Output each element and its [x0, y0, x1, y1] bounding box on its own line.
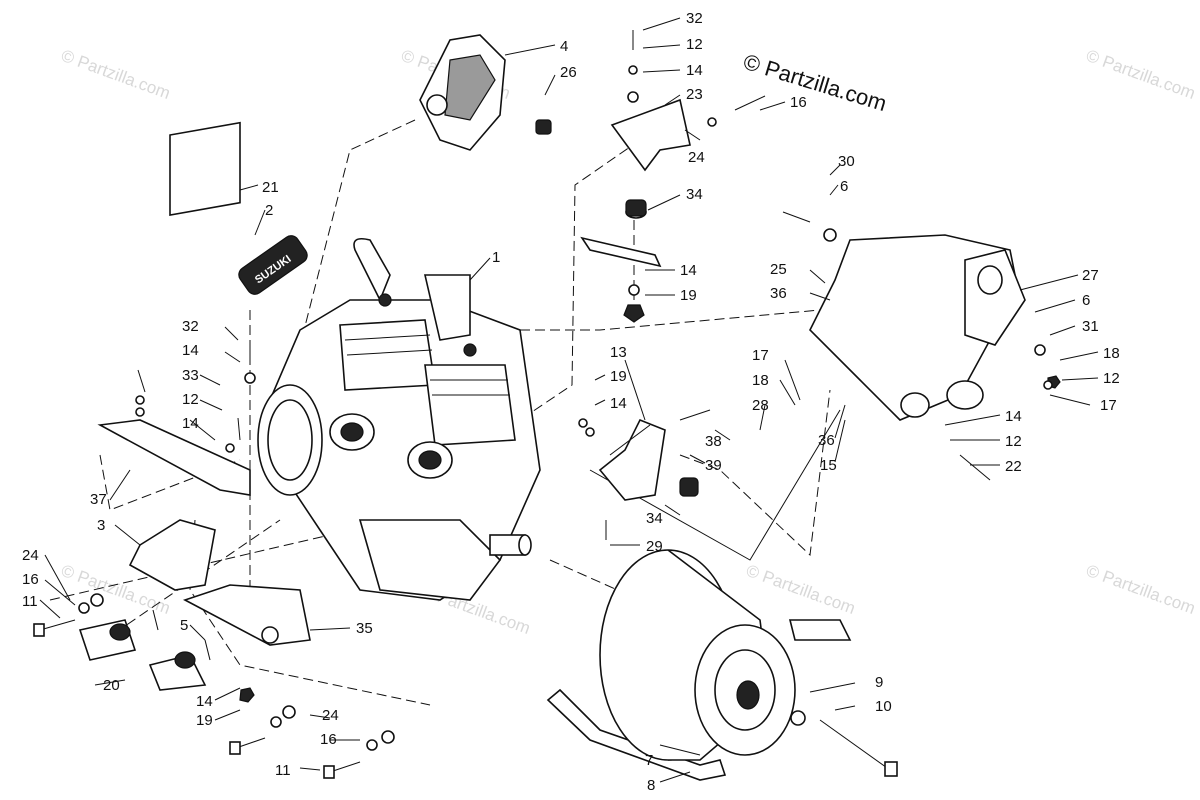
callout-label: 24: [688, 149, 705, 166]
callout-label: 18: [752, 372, 769, 389]
callout-label: 5: [180, 617, 188, 634]
left-mount-brackets: [78, 419, 311, 691]
callout-label: 23: [686, 86, 703, 103]
callout-label: 27: [1082, 267, 1099, 284]
callout-label: 32: [182, 318, 199, 335]
callout-label: 7: [645, 752, 653, 769]
upper-mount-bracket: [580, 30, 766, 323]
callout-label: 19: [610, 368, 627, 385]
callout-label: 12: [182, 391, 199, 408]
watermark: © Partzilla.com: [744, 561, 858, 618]
callout-label: 12: [1103, 370, 1120, 387]
copyright-text: © Partzilla.com: [741, 49, 890, 116]
callout-label: 8: [647, 777, 655, 794]
callout-label: 16: [320, 731, 337, 748]
callout-label: 20: [103, 677, 120, 694]
callout-label: 17: [752, 347, 769, 364]
drive-clutch-assembly: [546, 549, 898, 781]
watermark: © Partzilla.com: [1084, 46, 1198, 103]
callout-label: 11: [22, 593, 38, 610]
callout-label: 12: [686, 36, 703, 53]
engine-assembly: [257, 237, 541, 601]
callout-label: 36: [770, 285, 787, 302]
callout-label: 33: [182, 367, 199, 384]
center-mount-bracket: [578, 409, 711, 540]
callout-label: 9: [875, 674, 883, 691]
callout-label: 38: [705, 433, 722, 450]
callout-label: 29: [646, 538, 663, 555]
watermark: © Partzilla.com: [1084, 561, 1198, 618]
callout-label: 14: [686, 62, 703, 79]
decal-plate: [169, 121, 241, 216]
callout-label: 35: [356, 620, 373, 637]
right-mount-bracket: [782, 211, 1061, 481]
callout-label: 25: [770, 261, 787, 278]
watermark: © Partzilla.com: [59, 46, 173, 103]
callout-leader-lines: [39, 17, 1099, 783]
callout-label: 34: [686, 186, 703, 203]
callout-label: 14: [1005, 408, 1022, 425]
callout-label: 36: [818, 432, 835, 449]
callout-label: 12: [1005, 433, 1022, 450]
callout-label: 32: [686, 10, 703, 27]
callout-label: 11: [275, 762, 291, 779]
callout-label: 18: [1103, 345, 1120, 362]
callout-label: 1: [492, 249, 500, 266]
callout-label: 30: [838, 153, 855, 170]
callout-label: 6: [1082, 292, 1090, 309]
callout-label: 22: [1005, 458, 1022, 475]
callout-label: 19: [680, 287, 697, 304]
callout-label: 14: [680, 262, 697, 279]
callout-label: 16: [790, 94, 807, 111]
callout-label: 34: [646, 510, 663, 527]
callout-label: 4: [560, 38, 568, 55]
callout-label: 24: [22, 547, 39, 564]
callout-label: 14: [610, 395, 627, 412]
callout-label: 3: [97, 517, 105, 534]
callout-label: 6: [840, 178, 848, 195]
callout-label: 2: [265, 202, 273, 219]
engine-cover-part: [419, 34, 552, 151]
callout-label: 21: [262, 179, 279, 196]
callout-label: 16: [22, 571, 39, 588]
callout-label: 19: [196, 712, 213, 729]
callout-label: 14: [196, 693, 213, 710]
fastener-hardware: [33, 340, 395, 779]
callout-label: 39: [705, 457, 722, 474]
callout-label: 28: [752, 397, 769, 414]
callout-label: 14: [182, 342, 199, 359]
callout-label: 15: [820, 457, 837, 474]
callout-label: 13: [610, 344, 627, 361]
callout-label: 26: [560, 64, 577, 81]
callout-label: 10: [875, 698, 892, 715]
callout-label: 17: [1100, 397, 1117, 414]
callout-label: 37: [90, 491, 107, 508]
callout-label: 24: [322, 707, 339, 724]
suzuki-decal: SUZUKI: [238, 235, 308, 295]
callout-label: 14: [182, 415, 199, 432]
callout-label: 31: [1082, 318, 1099, 335]
callout-labels: 1 2 3 4 5 6 6 7 8 9 10 11 11 12 12 12 12…: [22, 10, 1120, 794]
